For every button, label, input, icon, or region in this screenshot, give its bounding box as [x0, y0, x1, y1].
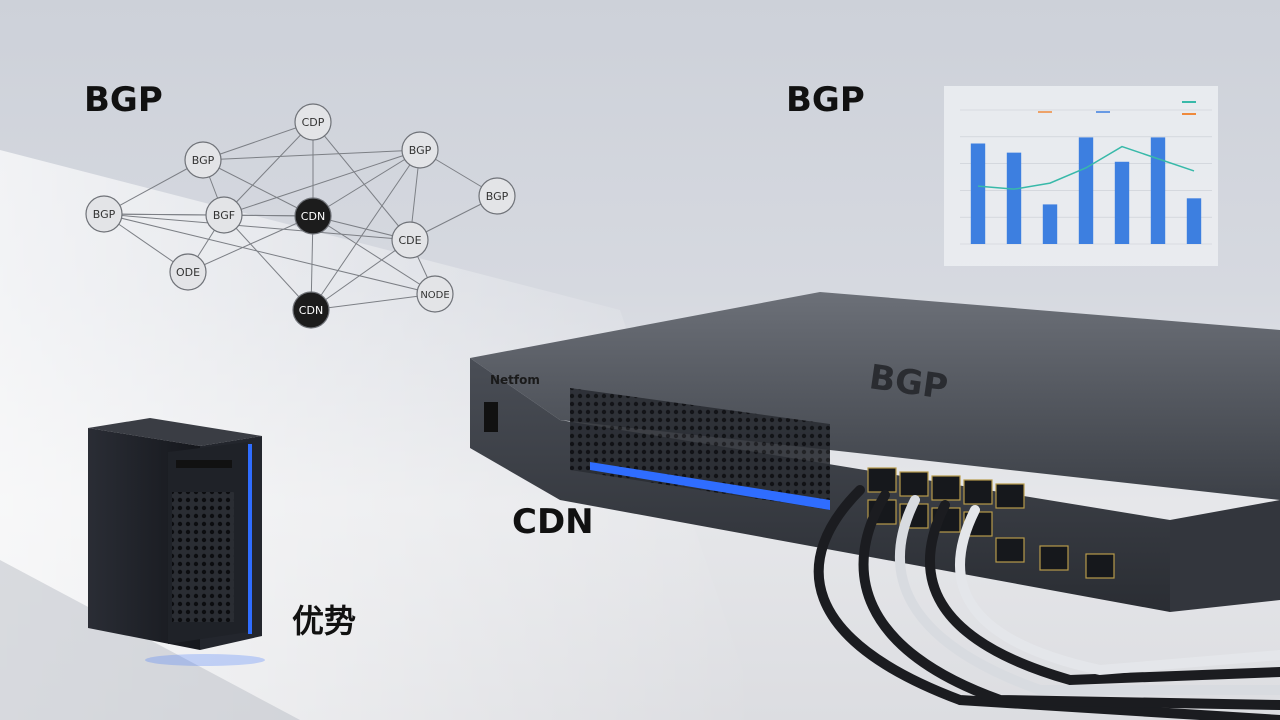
graph-node-circle: [85, 195, 123, 233]
graph-node: ODE: [169, 253, 207, 291]
graph-node-circle: [391, 221, 429, 259]
graph-node: BGP: [478, 177, 516, 215]
tower-led-strip: [248, 444, 252, 634]
switch-port: [995, 483, 1025, 509]
graph-edge: [310, 239, 411, 311]
cable-3: [894, 495, 1280, 695]
graph-node-label: CDN: [301, 210, 325, 223]
tower-drive-bay: [176, 460, 232, 468]
graph-node: BGP: [184, 141, 222, 179]
graph-node: BGP: [401, 131, 439, 169]
graph-node-circle: [169, 253, 207, 291]
graph-node: BGF: [205, 196, 243, 234]
graph-edge: [202, 121, 314, 161]
switch-port: [899, 471, 929, 497]
graph-edge: [310, 149, 421, 311]
cable-1: [813, 485, 1280, 720]
graph-node: BGP: [85, 195, 123, 233]
graph-edge: [202, 149, 421, 161]
chart-bar: [1006, 152, 1022, 244]
graph-node-label: NODE: [420, 290, 449, 301]
switch-port: [1039, 545, 1069, 571]
graph-node-label: CDP: [302, 116, 325, 129]
graph-node: NODE: [416, 275, 454, 313]
graph-edge: [312, 149, 421, 217]
graph-edge: [312, 215, 436, 295]
chart-bar: [1078, 137, 1094, 244]
graph-node-label: BGP: [93, 208, 116, 221]
graph-edge: [103, 159, 204, 215]
graph-edge: [223, 149, 421, 216]
chart-bar: [970, 143, 986, 244]
switch-port: [995, 537, 1025, 563]
graph-node: CDN: [292, 291, 330, 329]
graph-node-label: BGP: [486, 190, 509, 203]
graph-node-circle: [294, 103, 332, 141]
chart-bars: [970, 137, 1202, 244]
chart-bar: [1114, 161, 1130, 244]
graph-node-circle: [416, 275, 454, 313]
switch-brand: Netfom: [490, 373, 540, 387]
graph-node-label: BGP: [409, 144, 432, 157]
graph-node-circle: [478, 177, 516, 215]
graph-edge: [103, 213, 436, 295]
graph-node: CDN: [294, 197, 332, 235]
graph-node-circle: [294, 197, 332, 235]
tower-server: [88, 418, 265, 666]
switch-port: [1085, 553, 1115, 579]
graph-edge: [223, 214, 312, 311]
switch-led-bar: [590, 462, 830, 510]
graph-node: CDE: [391, 221, 429, 259]
switch-power-button: [484, 402, 498, 432]
cable-4: [924, 500, 1280, 686]
graph-node-circle: [184, 141, 222, 179]
tower-mesh: [172, 492, 234, 622]
cdn-label: CDN: [512, 502, 594, 542]
network-graph: CDP BGP BGP BGP BGP BGF CDN CDE ODE CDN NODE: [85, 103, 516, 329]
cable-2: [858, 490, 1280, 710]
graph-edge: [223, 121, 314, 216]
chart-bar: [1150, 137, 1166, 244]
graph-node-circle: [401, 131, 439, 169]
switch-port: [963, 479, 993, 505]
network-switch: Netfom BGP: [470, 292, 1280, 612]
graph-node-label: CDN: [299, 304, 323, 317]
chart-bar: [1186, 198, 1202, 244]
bgp-label-right: BGP: [786, 80, 865, 120]
chart-bar: [1042, 204, 1058, 244]
graph-node: CDP: [294, 103, 332, 141]
graph-edge: [312, 121, 411, 241]
switch-port: [867, 467, 897, 493]
switch-vent: [570, 388, 830, 510]
advantage-label: 优势: [292, 602, 357, 640]
switch-port: [931, 475, 961, 501]
graph-edge: [310, 293, 436, 311]
bgp-chart: [944, 86, 1218, 266]
graph-node-label: CDE: [398, 234, 421, 247]
graph-edge: [103, 213, 411, 241]
chart-line-series: [977, 145, 1195, 190]
cable-5: [955, 505, 1280, 676]
switch-top: [470, 292, 1280, 500]
switch-side: [1170, 500, 1280, 612]
graph-edge: [202, 159, 314, 217]
tower-top: [88, 418, 262, 446]
tower-glow: [145, 654, 265, 666]
graph-node-label: BGP: [192, 154, 215, 167]
ethernet-cables: [813, 485, 1280, 720]
graph-edge: [187, 215, 314, 273]
graph-node-circle: [292, 291, 330, 329]
bgp-label-left: BGP: [84, 80, 163, 120]
graph-node-label: BGF: [213, 209, 235, 222]
graph-node-circle: [205, 196, 243, 234]
graph-node-label: ODE: [176, 266, 200, 279]
